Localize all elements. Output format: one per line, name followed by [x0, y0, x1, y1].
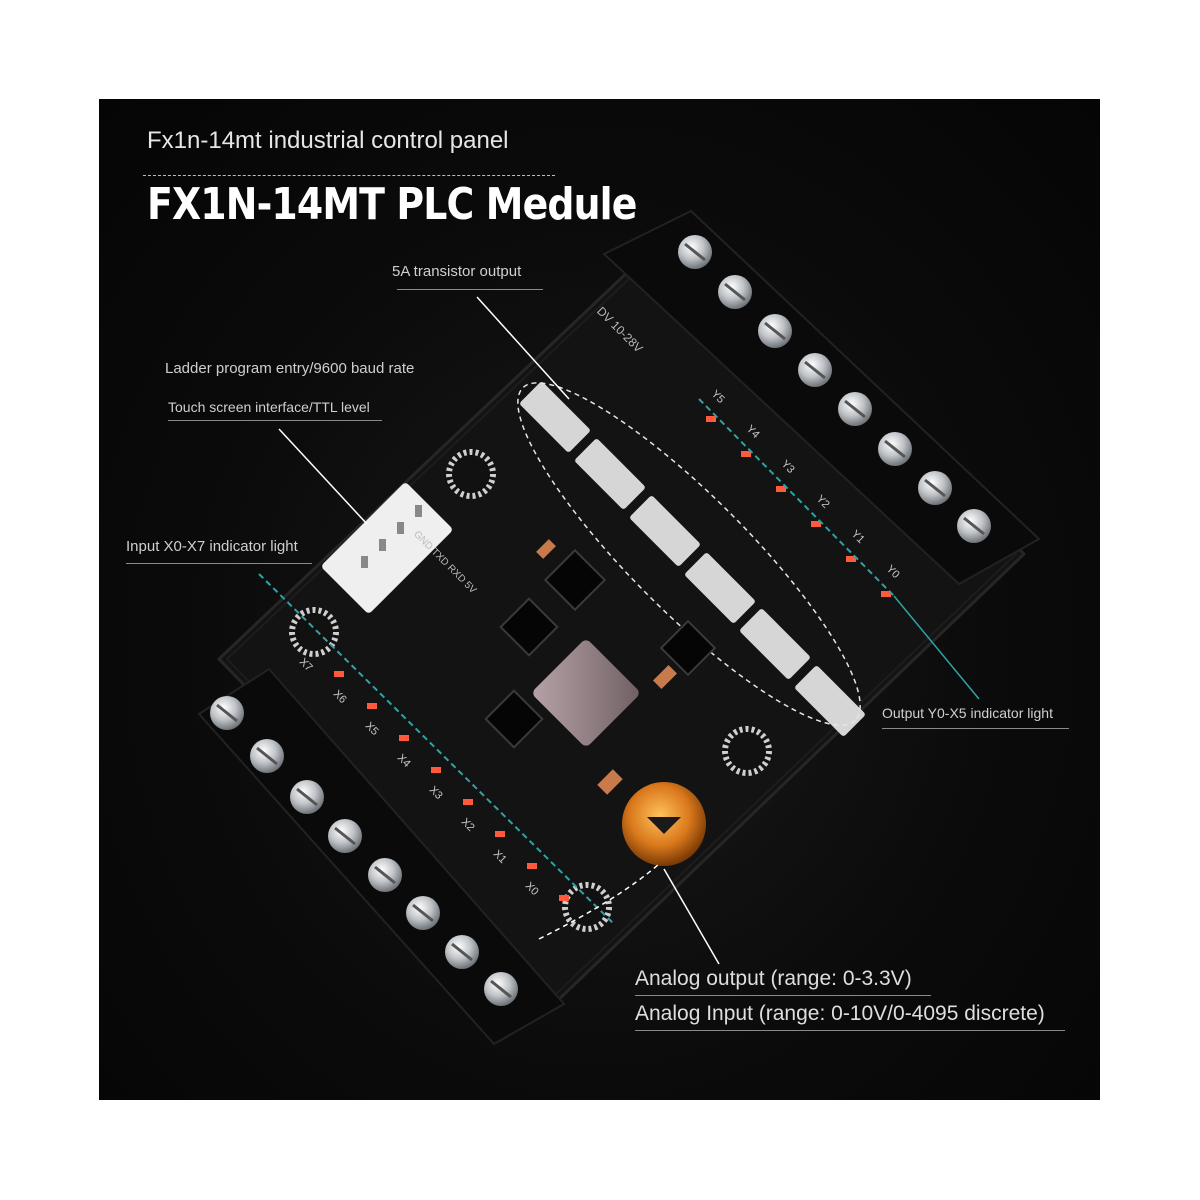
- callout-output-lights: Output Y0-X5 indicator light: [882, 705, 1053, 721]
- callout-transistor-output: 5A transistor output: [392, 263, 522, 280]
- transistor-highlight-ring: [517, 382, 861, 726]
- output-screw-terminals: [678, 235, 991, 543]
- callout-analog-output: Analog output (range: 0-3.3V): [635, 967, 912, 990]
- analog-callout-line: [663, 868, 720, 965]
- output-transistors: [520, 382, 865, 736]
- plc-board-illustration: [197, 209, 1041, 1046]
- output-led-guide: [698, 398, 895, 597]
- callout-input-lights: Input X0-X7 indicator light: [126, 538, 298, 555]
- serial-callout-line: [278, 428, 368, 525]
- input-screw-terminals: [210, 696, 518, 1006]
- transistor-callout-line: [476, 296, 570, 400]
- mounting-holes: [289, 449, 772, 932]
- title-divider: [143, 175, 555, 176]
- callout-ladder-program: Ladder program entry/9600 baud rate: [165, 360, 415, 377]
- inductor: [533, 640, 639, 746]
- page-title: FX1N-14MT PLC Medule: [147, 179, 637, 230]
- callout-analog-input: Analog Input (range: 0-10V/0-4095 discre…: [635, 1002, 1045, 1025]
- input-led-guide: [258, 573, 615, 925]
- page-subtitle: Fx1n-14mt industrial control panel: [147, 127, 509, 154]
- callout-touch-screen: Touch screen interface/TTL level: [168, 399, 370, 415]
- serial-pins: [361, 505, 422, 568]
- output-leds: [706, 416, 891, 597]
- product-photo: Fx1n-14mt industrial control panel FX1N-…: [99, 99, 1100, 1100]
- output-callout-line: [893, 595, 980, 700]
- input-leds: [334, 671, 569, 901]
